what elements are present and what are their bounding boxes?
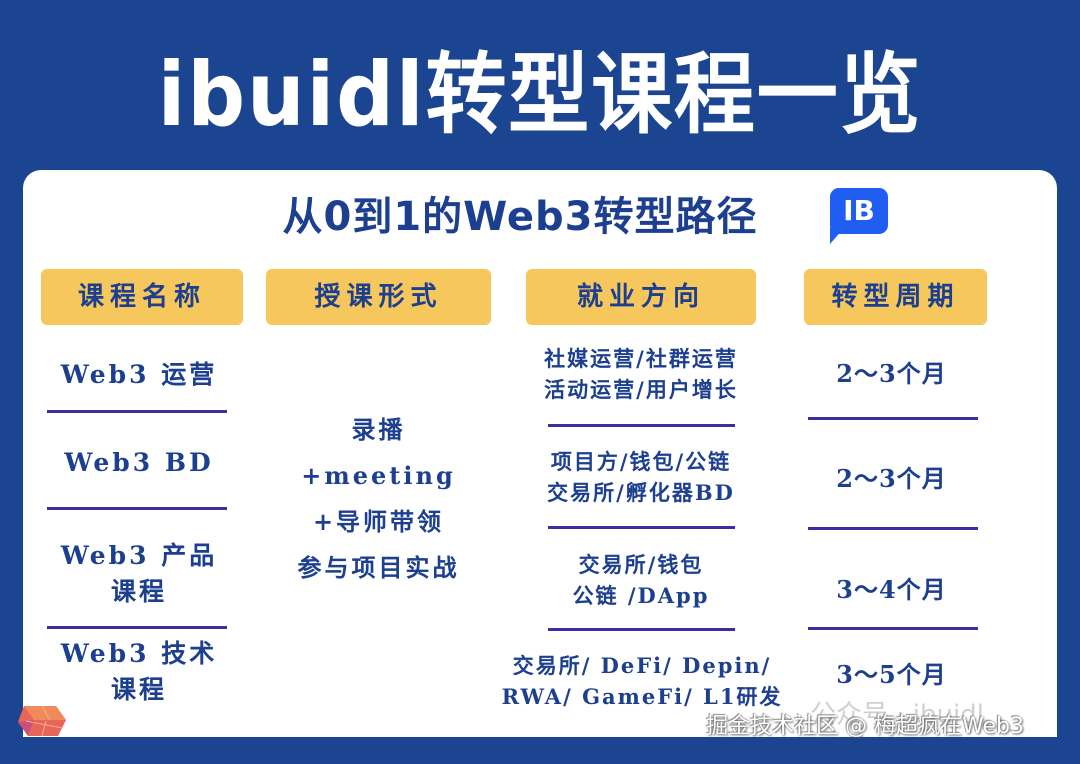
logo-tail-shape (830, 228, 844, 244)
divider (548, 628, 735, 631)
transition-period: 2～3个月 (836, 359, 947, 388)
job-direction-line: 交易所/孵化器BD (547, 480, 735, 505)
header-job-direction: 就业方向 (526, 269, 756, 325)
job-direction: 交易所/钱包 公链 /DApp (510, 549, 772, 611)
page-title: ibuidl转型课程一览 (157, 43, 923, 146)
course-name-line: Web3 技术 (60, 639, 218, 668)
job-direction-line: 活动运营/用户增长 (544, 377, 738, 402)
course-name: Web3 产品 课程 (41, 538, 237, 610)
transition-period: 3～4个月 (836, 575, 947, 604)
course-name-line: 课程 (110, 577, 167, 606)
teaching-format-line: 参与项目实战 (297, 553, 460, 582)
teaching-format-line: 录播 (351, 415, 406, 444)
job-direction-line: 公链 /DApp (572, 583, 710, 608)
header-course-name: 课程名称 (41, 269, 243, 325)
transition-period: 2～3个月 (836, 464, 947, 493)
job-direction: 交易所/ DeFi/ Depin/ RWA/ GameFi/ L1研发 (496, 650, 788, 712)
divider (47, 507, 227, 510)
divider (808, 417, 978, 420)
watermark: 掘金技术社区 @ 梅超疯在Web3 (706, 714, 1024, 739)
cube-decoration-icon (18, 705, 66, 737)
transition-period: 3～5个月 (836, 660, 947, 689)
course-name-line: 课程 (110, 675, 167, 704)
content-card (23, 170, 1057, 737)
divider (47, 410, 227, 413)
teaching-format: 录播 +meeting +导师带领 参与项目实战 (266, 407, 491, 591)
watermark-faint: 公众号 · ibuidl (810, 700, 984, 730)
course-name: Web3 运营 (41, 357, 237, 393)
header-transition-period: 转型周期 (804, 269, 987, 325)
course-name: Web3 技术 课程 (41, 636, 237, 708)
job-direction-line: RWA/ GameFi/ L1研发 (501, 684, 783, 709)
divider (548, 526, 735, 529)
course-name-line: Web3 运营 (60, 360, 218, 389)
job-direction: 项目方/钱包/公链 交易所/孵化器BD (510, 446, 772, 508)
divider (808, 527, 978, 530)
course-name-line: Web3 BD (64, 448, 214, 477)
teaching-format-line: +导师带领 (312, 507, 445, 536)
course-name-line: Web3 产品 (60, 541, 218, 570)
divider (47, 626, 227, 629)
job-direction-line: 交易所/ DeFi/ Depin/ (512, 653, 772, 678)
divider (808, 627, 978, 630)
teaching-format-line: +meeting (301, 461, 456, 490)
divider (548, 424, 735, 427)
ib-logo-icon: IB (830, 188, 888, 234)
header-teaching-format: 授课形式 (266, 269, 491, 325)
job-direction-line: 社媒运营/社群运营 (544, 346, 738, 371)
subtitle: 从0到1的Web3转型路径 (282, 194, 758, 240)
job-direction-line: 项目方/钱包/公链 (550, 449, 732, 474)
job-direction-line: 交易所/钱包 (578, 552, 704, 577)
course-name: Web3 BD (41, 445, 237, 481)
job-direction: 社媒运营/社群运营 活动运营/用户增长 (510, 343, 772, 405)
